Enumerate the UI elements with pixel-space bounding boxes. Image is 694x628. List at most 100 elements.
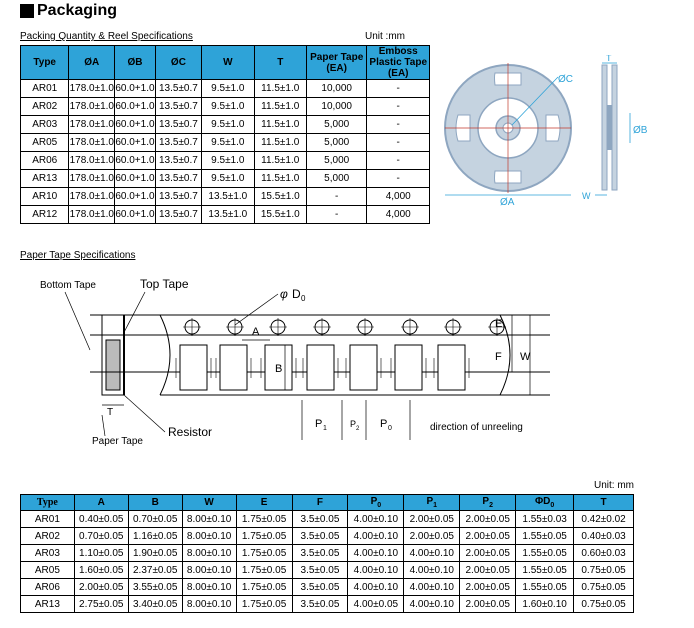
table-cell: 3.5±0.05 [291, 527, 349, 545]
resistor-leader [123, 394, 166, 433]
table-cell: AR05 [19, 133, 70, 152]
e-label: E [495, 318, 502, 330]
d0-leader [234, 293, 279, 326]
dims-header-text: P [370, 496, 378, 507]
table-cell: 178.0±1.0 [68, 97, 116, 116]
reel-t-label: T [606, 55, 612, 63]
dims-header-text: B [151, 497, 159, 508]
table-cell: 4.00±0.05 [347, 595, 405, 613]
a-label: A [252, 326, 260, 338]
table-cell: 2.00±0.05 [459, 595, 517, 613]
table-cell: 2.00±0.05 [459, 527, 517, 545]
table-cell: 4.00±0.10 [347, 578, 405, 596]
component-pocket [264, 344, 293, 391]
table-cell: 10,000 [305, 97, 368, 116]
table-cell: 9.5±1.0 [201, 97, 255, 116]
table-cell: 178.0±1.0 [68, 151, 116, 170]
table-cell: 0.75±0.05 [573, 578, 634, 596]
table-cell: 178.0±1.0 [68, 133, 116, 152]
table-cell: 60.0+1.0 [114, 97, 156, 116]
table-cell: 0.40±0.05 [73, 510, 129, 528]
table-cell: AR01 [19, 79, 70, 98]
component-pockets [175, 344, 470, 391]
table-cell: 0.75±0.05 [573, 561, 634, 579]
table-cell: 178.0±1.0 [68, 205, 116, 224]
table-cell: 9.5±1.0 [201, 151, 255, 170]
table-cell: 2.00±0.05 [459, 561, 517, 579]
table-cell: 60.0+1.0 [114, 79, 156, 98]
component-pocket [437, 344, 466, 391]
table-cell: 1.60±0.10 [515, 595, 575, 613]
table-cell: 8.00±0.10 [181, 527, 237, 545]
table-cell: 0.70±0.05 [73, 527, 129, 545]
reel-side-hub [607, 105, 612, 150]
reel-side-flange-right [611, 64, 618, 191]
reel-unit: Unit :mm [365, 31, 405, 42]
component-pocket [219, 344, 248, 391]
table-cell: 13.5±0.7 [154, 115, 203, 134]
table-cell: 60.0+1.0 [114, 115, 156, 134]
table-cell: AR03 [19, 115, 70, 134]
table-cell: - [366, 79, 430, 98]
reel-subtitle: Packing Quantity & Reel Specifications [20, 31, 193, 42]
table-cell: 11.5±1.0 [253, 97, 307, 116]
table-cell: 13.5±0.7 [154, 187, 203, 206]
table-cell: 2.75±0.05 [73, 595, 129, 613]
reel-header-cell: Paper Tape (EA) [305, 45, 368, 80]
table-cell: 3.5±0.05 [291, 544, 349, 562]
p2-sub: 2 [356, 426, 360, 432]
table-cell: - [366, 97, 430, 116]
table-cell: 2.00±0.05 [459, 578, 517, 596]
table-cell: 11.5±1.0 [253, 115, 307, 134]
paper-tape-leader [101, 414, 106, 437]
table-cell: 13.5±0.7 [154, 133, 203, 152]
reel-w-label: W [582, 191, 591, 201]
table-cell: 4.00±0.10 [403, 595, 461, 613]
table-cell: 5,000 [305, 151, 368, 170]
table-cell: 0.42±0.02 [573, 510, 634, 528]
table-cell: 60.0+1.0 [114, 205, 156, 224]
table-cell: 13.5±0.7 [154, 79, 203, 98]
component-pocket [306, 344, 335, 391]
reel-side-flange-left [601, 64, 608, 191]
dims-header-text: A [97, 497, 105, 508]
reel-header-cell: Emboss Plastic Tape (EA) [366, 45, 430, 80]
reel-header-cell: ØC [154, 45, 203, 80]
dims-header-cell: Type [20, 494, 75, 511]
table-cell: 13.5±1.0 [201, 205, 255, 224]
dims-unit: Unit: mm [594, 480, 634, 491]
p1-label: P [315, 418, 322, 430]
table-cell: 4.00±0.10 [403, 578, 461, 596]
reel-c-leader [511, 76, 559, 126]
table-cell: 1.55±0.05 [515, 561, 575, 579]
d0-label: D [292, 287, 301, 301]
reel-header-cell: ØA [68, 45, 116, 80]
dims-header-subscript: 1 [433, 502, 438, 509]
bottom-tape-leader [64, 291, 91, 351]
dims-header-text: Type [36, 497, 58, 508]
table-cell: 178.0±1.0 [68, 79, 116, 98]
table-cell: 0.75±0.05 [573, 595, 634, 613]
table-cell: AR05 [20, 561, 75, 579]
sprocket-holes [183, 318, 506, 336]
table-cell: 0.70±0.05 [127, 510, 183, 528]
b-label: B [275, 363, 282, 375]
table-cell: 8.00±0.10 [181, 544, 237, 562]
table-cell: AR02 [19, 97, 70, 116]
table-cell: 13.5±0.7 [154, 205, 203, 224]
table-cell: - [366, 169, 430, 188]
table-cell: 1.75±0.05 [235, 595, 293, 613]
table-cell: 8.00±0.10 [181, 561, 237, 579]
p2-label: P [350, 419, 356, 429]
table-cell: 1.55±0.03 [515, 510, 575, 528]
dims-header-cell: P2 [459, 494, 517, 511]
table-cell: AR12 [19, 205, 70, 224]
